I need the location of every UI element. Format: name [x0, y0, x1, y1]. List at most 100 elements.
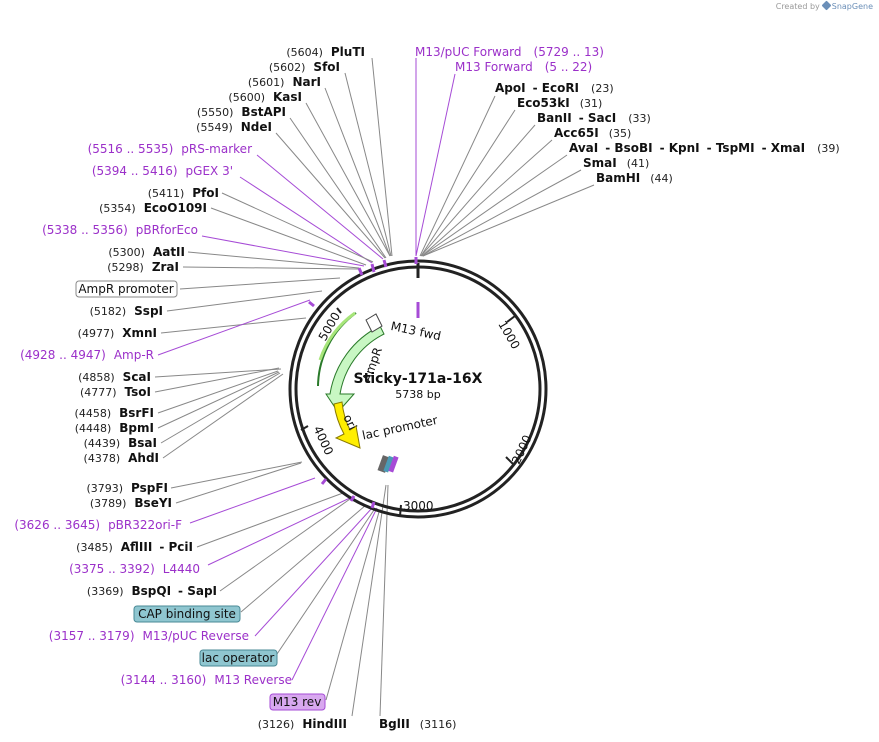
label-avai[interactable]: AvaI- BsoBI- KpnI- TspMI- XmaI(39) — [569, 141, 840, 155]
leader-apoi — [419, 95, 496, 257]
label-ampr-promoter[interactable]: AmpR promoter — [75, 280, 178, 298]
label-xmni[interactable]: (4977)XmnI — [78, 326, 157, 340]
label-nari[interactable]: (5601)NarI — [248, 75, 321, 89]
label-pfoi[interactable]: (5411)PfoI — [148, 186, 219, 200]
ampr-feature[interactable] — [325, 325, 385, 413]
label-ahdi[interactable]: (4378)AhdI — [84, 451, 159, 465]
label-acc65i[interactable]: Acc65I(35) — [554, 126, 631, 140]
cap-binding-site-text: CAP binding site — [138, 607, 236, 621]
leader-pgex3 — [239, 176, 373, 264]
credit-brand: SnapGene — [831, 2, 873, 11]
label-bspqi[interactable]: (3369)BspQI- SapI — [87, 584, 217, 598]
lac-promoter-label: lac promoter — [361, 413, 439, 443]
ampr-promoter-feature[interactable] — [365, 313, 383, 333]
leader-bstapi — [289, 117, 387, 259]
label-bamhi[interactable]: BamHI(44) — [596, 171, 673, 185]
label-lac-operator[interactable]: lac operator — [199, 649, 278, 667]
leader-bglii — [379, 484, 389, 717]
label-hindiii[interactable]: (3126)HindIII — [258, 717, 347, 731]
label-pbr322ori-f[interactable]: (3626 .. 3645)pBR322ori-F — [14, 518, 182, 532]
leader-bsrfi — [157, 370, 279, 414]
label-l4440[interactable]: (3375 .. 3392)L4440 — [69, 562, 200, 576]
plasmid-name: Sticky-171a-16X — [354, 371, 483, 387]
backbone-outer — [288, 259, 548, 519]
label-m13-reverse[interactable]: (3144 .. 3160)M13 Reverse — [121, 673, 292, 687]
label-pspfi[interactable]: (3793)PspFI — [86, 481, 168, 495]
label-eco53ki[interactable]: Eco53kI(31) — [517, 96, 602, 110]
leader-prs-marker — [256, 154, 384, 260]
label-m13-rev[interactable]: M13 rev — [269, 693, 326, 711]
label-m13puc-reverse[interactable]: (3157 .. 3179)M13/pUC Reverse — [49, 629, 249, 643]
lac-operator-feature[interactable] — [383, 455, 394, 473]
label-apoi[interactable]: ApoI- EcoRI(23) — [495, 81, 614, 95]
label-pgex3[interactable]: (5394 .. 5416)pGEX 3' — [92, 164, 233, 178]
leader-bamhi — [422, 184, 595, 257]
leader-ecoo109i — [210, 207, 367, 266]
leader-bsai — [160, 372, 281, 444]
snapgene-credit: Created by SnapGene — [775, 0, 873, 11]
label-cap-binding-site[interactable]: CAP binding site — [133, 605, 241, 623]
label-bpmi[interactable]: (4448)BpmI — [75, 421, 154, 435]
leader-bpmi — [157, 371, 280, 429]
ori-feature[interactable] — [333, 401, 361, 449]
label-bseyi[interactable]: (3789)BseYI — [90, 496, 172, 510]
label-zrai[interactable]: (5298)ZraI — [107, 260, 179, 274]
leader-avai — [421, 154, 568, 257]
label-kasi[interactable]: (5600)KasI — [228, 90, 302, 104]
label-m13puc-forward[interactable]: M13/pUC Forward(5729 .. 13) — [415, 45, 604, 59]
label-sspi[interactable]: (5182)SspI — [90, 304, 163, 318]
leader-pspfi — [170, 461, 303, 489]
leader-tsoi — [154, 367, 280, 393]
tick-mark-4000 — [300, 425, 309, 431]
label-bsai[interactable]: (4439)BsaI — [84, 436, 157, 450]
leader-pluti — [371, 57, 393, 257]
lac-operator-text: lac operator — [202, 651, 275, 665]
label-bsrfi[interactable]: (4458)BsrFI — [75, 406, 154, 420]
ampr-track-highlight — [318, 311, 356, 361]
labels-right: M13/pUC Forward(5729 .. 13) M13 Forward(… — [415, 45, 840, 185]
leader-smai — [422, 169, 582, 257]
label-pluti[interactable]: (5604)PluTI — [286, 45, 365, 59]
leader-afliii — [196, 492, 344, 548]
tick-mark-3000 — [399, 504, 402, 517]
tick-mark-1000 — [506, 315, 516, 323]
backbone-marks — [308, 257, 418, 509]
label-m13-forward[interactable]: M13 Forward(5 .. 22) — [455, 60, 592, 74]
label-aatii[interactable]: (5300)AatII — [108, 245, 185, 259]
lac-promoter-feature[interactable] — [377, 455, 391, 473]
label-smai[interactable]: SmaI(41) — [583, 156, 649, 170]
leader-scai — [154, 368, 282, 378]
label-afliii[interactable]: (3485)AflIII- PciI — [76, 540, 193, 554]
leader-ahdi — [162, 373, 284, 459]
leader-m13-rev — [325, 511, 380, 701]
label-amp-r[interactable]: (4928 .. 4947)Amp-R — [20, 348, 154, 362]
leader-aatii — [187, 251, 360, 269]
label-ecoo109i[interactable]: (5354)EcoO109I — [99, 201, 207, 215]
lac-region[interactable] — [377, 455, 399, 473]
mark-l4440-site — [349, 495, 356, 502]
m13-fwd-label: M13 fwd — [390, 319, 443, 343]
leader-amp-r — [157, 299, 311, 356]
leader-hindiii — [351, 484, 387, 717]
label-sfoi[interactable]: (5602)SfoI — [269, 60, 340, 74]
leader-nari — [324, 87, 391, 257]
label-banii[interactable]: BanII- SacI(33) — [537, 111, 651, 125]
backbone — [288, 259, 548, 519]
label-tsoi[interactable]: (4777)TsoI — [80, 385, 151, 399]
tick-mark-2000 — [505, 456, 514, 465]
leader-banii — [420, 124, 536, 257]
ampr-promoter-text: AmpR promoter — [78, 282, 173, 296]
label-pbrforeco[interactable]: (5338 .. 5356)pBRforEco — [42, 223, 198, 237]
leader-lines — [154, 57, 595, 717]
label-prs-marker[interactable]: (5516 .. 5535)pRS-marker — [88, 142, 252, 156]
lac-operator-box — [199, 649, 278, 667]
mark-pgex-site — [370, 263, 376, 273]
label-bglii[interactable]: BglII(3116) — [379, 717, 456, 731]
credit-text: Created by — [775, 2, 820, 11]
leader-ndei — [275, 132, 386, 259]
label-scai[interactable]: (4858)ScaI — [78, 370, 151, 384]
label-ndei[interactable]: (5549)NdeI — [196, 120, 272, 134]
m13-rev-feature[interactable] — [388, 455, 399, 473]
label-bstapi[interactable]: (5550)BstAPI — [197, 105, 286, 119]
cap-binding-site-box — [133, 605, 241, 623]
